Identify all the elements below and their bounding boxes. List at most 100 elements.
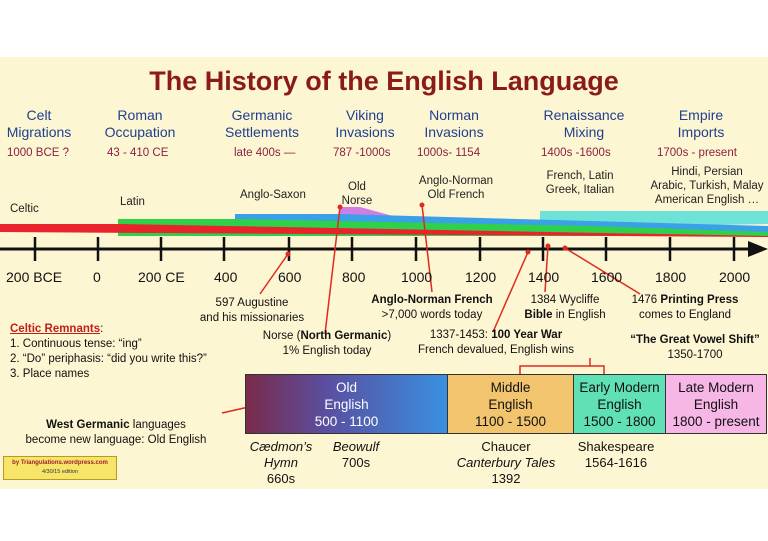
timeline-ticks [33, 237, 736, 261]
era-date: 43 - 410 CE [107, 147, 169, 159]
era-date: 1400s -1600s [541, 147, 611, 159]
event-line: comes to England [638, 309, 732, 321]
event-line: >7,000 words today [381, 309, 483, 321]
era-germanic: Germanic Settlements [214, 107, 310, 141]
source-badge: by Triangulations.wordpress.com 4/30/15 … [3, 456, 117, 480]
event-text: 1337-1453: [429, 329, 492, 341]
work-author: Shakespeare [577, 439, 655, 454]
tick-label: 800 [342, 269, 366, 285]
event-text: in English [552, 309, 606, 321]
era-label-2: Mixing [563, 124, 605, 140]
event-augustine: 597 Augustine and his missionaries [190, 296, 314, 326]
badge-line: by Triangulations.wordpress.com [12, 460, 108, 466]
language-renaissance: French, Latin Greek, Italian [532, 169, 628, 197]
language-line: Hindi, Persian [671, 166, 743, 178]
phase-early-modern-english: Early Modern English 1500 - 1800 [574, 375, 666, 433]
event-line: 1350-1700 [667, 349, 723, 361]
callout-lines [221, 204, 641, 414]
era-roman: Roman Occupation [96, 107, 184, 141]
language-line: Anglo-Norman [418, 175, 494, 187]
event-line: Bible in English [515, 308, 615, 323]
work-date: 1392 [491, 471, 521, 486]
language-line: Greek, Italian [545, 184, 615, 196]
era-date: late 400s — [234, 147, 296, 159]
remnants-heading-text: Celtic Remnants [10, 323, 101, 335]
phase-old-english: Old English 500 - 1100 [246, 375, 448, 433]
era-date: 1700s - present [657, 147, 737, 159]
work-title: Beowulf [332, 439, 380, 454]
event-text-bold: Bible [524, 309, 553, 321]
work-shakespeare: Shakespeare 1564-1616 [568, 439, 664, 471]
note-line: West Germanic languages [16, 418, 216, 433]
era-renaissance: Renaissance Mixing [532, 107, 636, 141]
language-latin: Latin [120, 196, 145, 208]
event-line: “The Great Vowel Shift” [630, 334, 760, 346]
language-line: Arabic, Turkish, Malay [650, 180, 764, 192]
era-label-1: Viking [346, 107, 384, 123]
tick-label: 600 [278, 269, 302, 285]
event-line: 1384 Wycliffe [530, 294, 600, 306]
era-label-2: Occupation [104, 124, 176, 140]
tick-label: 200 BCE [6, 269, 63, 285]
era-label-2: Settlements [225, 124, 299, 140]
event-line: 1337-1453: 100 Year War [410, 328, 582, 343]
english-phases-bar: Old English 500 - 1100 Middle English 11… [245, 374, 767, 434]
event-text-bold: North Germanic [300, 330, 388, 342]
event-anglo-norman-french: Anglo-Norman French >7,000 words today [364, 293, 500, 323]
remnants-colon: : [100, 323, 104, 335]
phase-name: Middle [490, 379, 531, 395]
phase-late-modern-english: Late Modern English 1800 - present [666, 375, 766, 433]
work-beowulf: Beowulf 700s [324, 439, 388, 471]
tick-label: 1200 [465, 269, 497, 285]
phase-name: English [597, 396, 642, 412]
language-line: Old French [427, 189, 485, 201]
event-norse: Norse (North Germanic) 1% English today [252, 329, 402, 359]
event-line: and his missionaries [199, 312, 305, 324]
work-date: 660s [266, 471, 296, 486]
language-anglo-norman: Anglo-Norman Old French [408, 174, 504, 202]
event-line: 1% English today [282, 345, 372, 357]
era-label-1: Germanic [231, 107, 293, 123]
event-line: 597 Augustine [215, 297, 289, 309]
tick-label: 1400 [528, 269, 560, 285]
remnant-item: 2. “Do” periphasis: “did you write this?… [10, 353, 207, 365]
work-caedmon: Cædmon’s Hymn 660s [242, 439, 320, 487]
tick-label: 200 CE [138, 269, 185, 285]
page-title: The History of the English Language [149, 66, 619, 96]
tick-label: 0 [93, 269, 101, 285]
phase-name: English [324, 396, 369, 412]
era-label-2: Invasions [424, 124, 484, 140]
event-wycliffe: 1384 Wycliffe Bible in English [515, 293, 615, 323]
note-line: become new language: Old English [25, 434, 207, 446]
era-label-2: Imports [677, 124, 725, 140]
era-label-1: Renaissance [543, 107, 625, 123]
remnant-item: 1. Continuous tense: “ing” [10, 338, 142, 350]
language-celtic: Celtic [10, 203, 39, 215]
event-line: French devalued, English wins [418, 344, 574, 356]
work-chaucer: Chaucer Canterbury Tales 1392 [448, 439, 564, 487]
phase-name: English [693, 396, 739, 412]
era-viking: Viking Invasions [326, 107, 404, 141]
badge-line: 4/30/15 edition [41, 469, 79, 475]
work-date: 1564-1616 [584, 455, 648, 470]
phase-dates: 1500 - 1800 [583, 413, 656, 429]
language-line: Old [348, 181, 366, 193]
tick-label: 2000 [719, 269, 751, 285]
event-printing-press: 1476 Printing Press comes to England [625, 293, 745, 323]
era-label-2: Invasions [335, 124, 395, 140]
event-text: ) [387, 330, 392, 342]
event-vowel-shift: “The Great Vowel Shift” 1350-1700 [618, 333, 768, 363]
language-line: French, Latin [546, 170, 614, 182]
phase-name: Early Modern [579, 379, 660, 395]
event-text: Norse ( [262, 330, 301, 342]
phase-name: Old [335, 379, 357, 395]
event-text: 1476 [631, 294, 661, 306]
event-text-bold: Printing Press [660, 294, 739, 306]
tick-label: 1800 [655, 269, 687, 285]
era-date: 787 -1000s [333, 147, 391, 159]
phase-dates: 1100 - 1500 [474, 413, 547, 429]
remnants-heading: Celtic Remnants: [10, 322, 207, 337]
celtic-remnants: Celtic Remnants: 1. Continuous tense: “i… [10, 322, 207, 382]
work-author: Chaucer [481, 439, 531, 454]
